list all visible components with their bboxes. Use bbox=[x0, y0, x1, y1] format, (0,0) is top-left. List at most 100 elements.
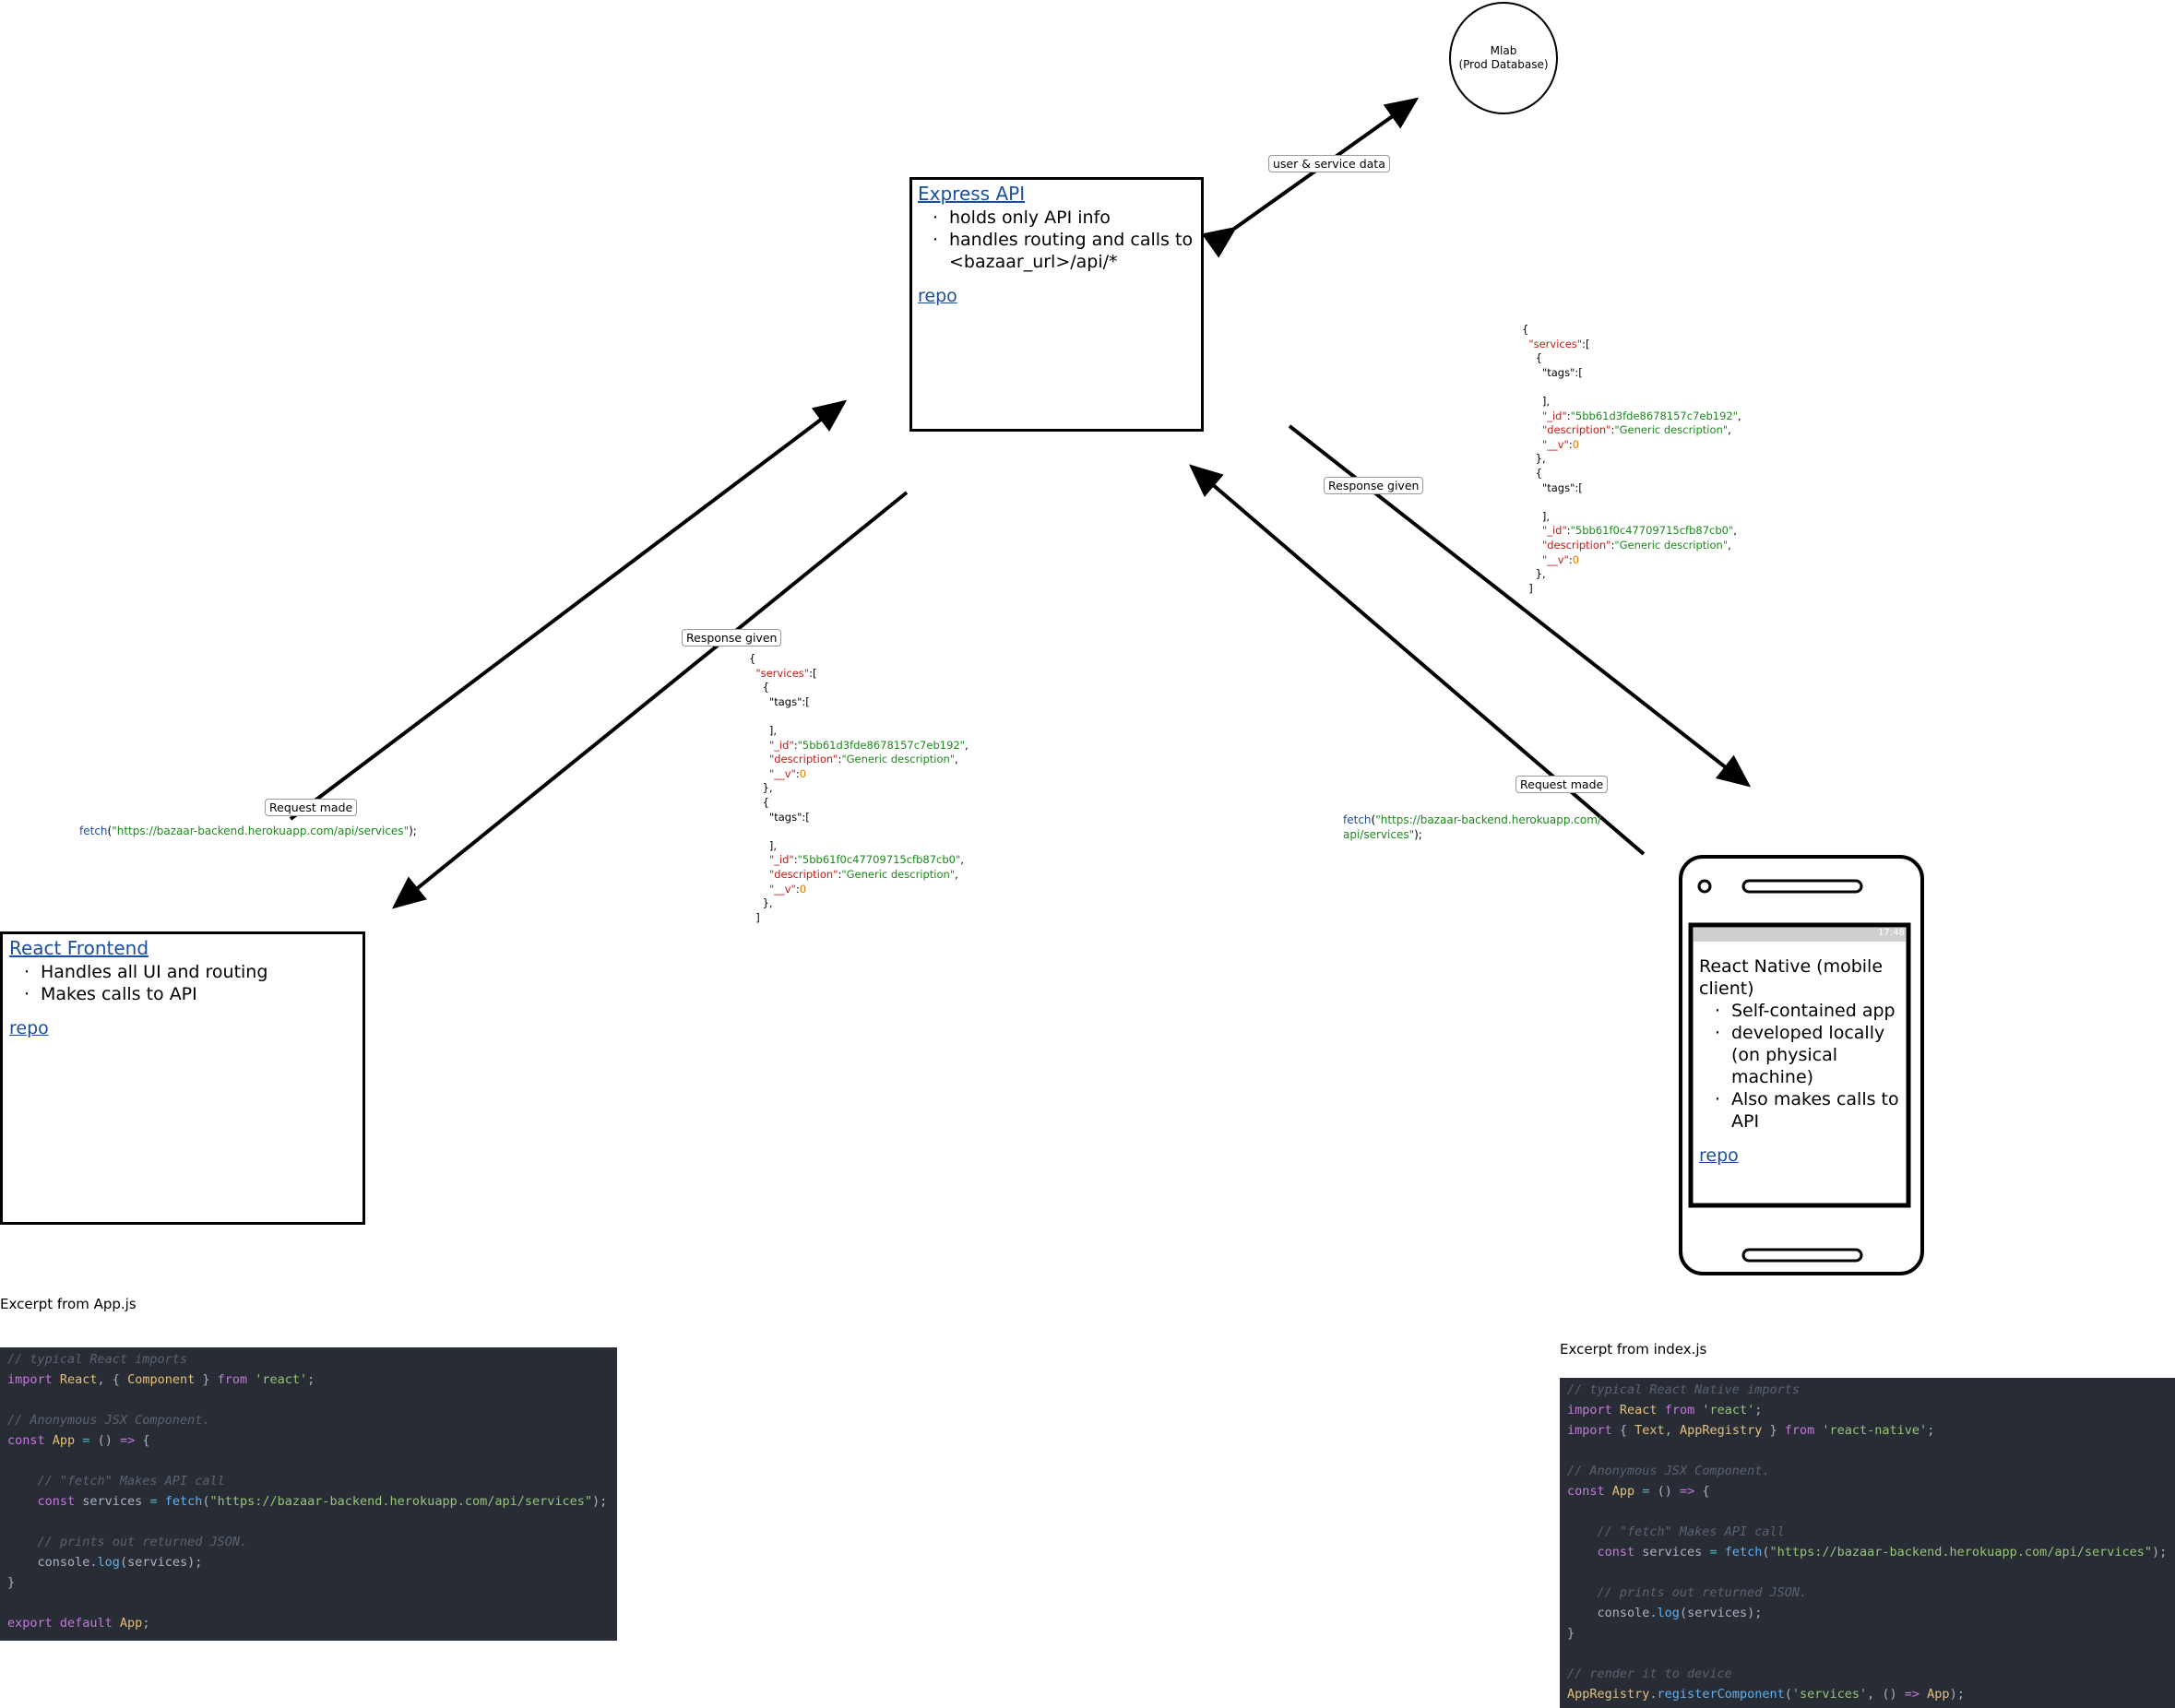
code-token: fetch bbox=[164, 1494, 203, 1509]
code-token: // prints out returned JSON. bbox=[7, 1535, 248, 1549]
db-subtitle: (Prod Database) bbox=[1458, 58, 1549, 71]
left-request-arrow bbox=[289, 399, 848, 821]
json-token: "5bb61d3fde8678157c7eb192" bbox=[1570, 409, 1738, 422]
list-item: developed locally (on physical machine) bbox=[1715, 1022, 1904, 1088]
list-item: handles routing and calls to <bazaar_url… bbox=[933, 229, 1201, 273]
status-bar-time: 17:48 bbox=[1878, 928, 1905, 938]
code-token: export default bbox=[7, 1616, 120, 1631]
code-line: // render it to device bbox=[1567, 1664, 2175, 1684]
json-line bbox=[749, 824, 969, 839]
json-token: , bbox=[955, 867, 958, 881]
code-token: ); bbox=[2152, 1545, 2168, 1560]
json-token: "services" bbox=[1528, 337, 1583, 350]
json-token: 0 bbox=[1572, 552, 1580, 566]
json-line: }, bbox=[749, 781, 969, 796]
json-token bbox=[749, 767, 769, 780]
code-token: ( bbox=[1762, 1545, 1770, 1560]
json-line bbox=[1522, 495, 1741, 510]
code-token: App bbox=[1611, 1484, 1635, 1499]
json-token bbox=[1522, 409, 1542, 422]
json-response-right: { "services":[ { "tags":[ ], "_id":"5bb6… bbox=[1522, 323, 1741, 596]
express-repo-link[interactable]: repo bbox=[918, 286, 957, 306]
code-line: const services = fetch("https://bazaar-b… bbox=[1567, 1542, 2175, 1562]
json-token bbox=[749, 853, 769, 866]
json-token: ], bbox=[749, 723, 778, 737]
list-item: Also makes calls to API bbox=[1715, 1088, 1904, 1133]
json-line: "services":[ bbox=[749, 667, 969, 682]
code-line bbox=[1567, 1441, 2175, 1461]
code-line: } bbox=[1567, 1623, 2175, 1643]
react-frontend-title[interactable]: React Frontend bbox=[9, 937, 149, 959]
json-token: "_id" bbox=[1541, 524, 1567, 538]
json-token: :[ bbox=[809, 666, 817, 680]
code-token: const bbox=[7, 1494, 83, 1509]
json-token: "tags" bbox=[768, 694, 802, 708]
code-line: import React from 'react'; bbox=[1567, 1400, 2175, 1420]
code-line bbox=[7, 1512, 617, 1532]
json-token: "_id" bbox=[768, 853, 794, 867]
json-token: "5bb61f0c47709715cfb87cb0" bbox=[1570, 524, 1734, 538]
mobile-repo-link[interactable]: repo bbox=[1699, 1145, 1739, 1166]
json-token: "tags" bbox=[1541, 480, 1575, 494]
json-line: "tags":[ bbox=[749, 811, 969, 825]
list-item: holds only API info bbox=[933, 207, 1201, 229]
json-line: "_id":"5bb61f0c47709715cfb87cb0", bbox=[1522, 524, 1741, 539]
code-token: Text bbox=[1634, 1423, 1665, 1438]
code-token: { bbox=[1619, 1423, 1635, 1438]
code-token: () bbox=[1657, 1484, 1680, 1499]
database-node: Mlab (Prod Database) bbox=[1449, 2, 1558, 114]
json-line: ], bbox=[749, 724, 969, 739]
json-token: : bbox=[795, 882, 800, 896]
code-token: services bbox=[82, 1494, 150, 1509]
json-token bbox=[749, 811, 769, 824]
code-token: ( bbox=[1784, 1687, 1792, 1702]
code-line: // prints out returned JSON. bbox=[7, 1532, 617, 1552]
code-token: // typical React imports bbox=[7, 1352, 188, 1367]
json-line: "description":"Generic description", bbox=[1522, 539, 1741, 553]
code-token: 'react' bbox=[255, 1372, 308, 1387]
code-token: . bbox=[1649, 1687, 1658, 1702]
json-line: "description":"Generic description", bbox=[749, 868, 969, 883]
code-token: // render it to device bbox=[1567, 1666, 1732, 1681]
json-token: "__v" bbox=[768, 882, 796, 896]
code-token: } bbox=[1762, 1423, 1785, 1438]
json-response-left: { "services":[ { "tags":[ ], "_id":"5bb6… bbox=[749, 652, 969, 925]
code-token: (services); bbox=[119, 1555, 203, 1570]
code-token: } bbox=[7, 1575, 16, 1590]
code-line: const App = () => { bbox=[1567, 1481, 2175, 1501]
code-caption-index-js: Excerpt from index.js bbox=[1560, 1341, 1707, 1358]
code-token: = bbox=[1709, 1545, 1725, 1560]
json-token: "5bb61d3fde8678157c7eb192" bbox=[797, 738, 965, 752]
code-token: import bbox=[1567, 1403, 1620, 1417]
json-token: :[ bbox=[1582, 337, 1590, 350]
json-token: : bbox=[838, 867, 842, 881]
frontend-repo-link[interactable]: repo bbox=[9, 1018, 49, 1038]
express-api-title[interactable]: Express API bbox=[918, 183, 1026, 205]
json-line: { bbox=[749, 796, 969, 811]
json-line: "description":"Generic description", bbox=[1522, 423, 1741, 438]
json-line: }, bbox=[749, 896, 969, 911]
code-token: } bbox=[195, 1372, 218, 1387]
json-token: : bbox=[1566, 524, 1571, 538]
json-line: "__v":0 bbox=[1522, 438, 1741, 453]
json-token: ], bbox=[1522, 509, 1551, 523]
json-line: ], bbox=[1522, 510, 1741, 525]
code-token: // "fetch" Makes API call bbox=[1567, 1524, 1785, 1539]
json-token: "5bb61f0c47709715cfb87cb0" bbox=[797, 853, 961, 867]
json-token: : bbox=[1610, 538, 1615, 552]
code-line: // "fetch" Makes API call bbox=[7, 1471, 617, 1491]
json-token: : bbox=[1568, 437, 1573, 451]
code-token: => bbox=[1679, 1484, 1703, 1499]
json-token: { bbox=[1522, 466, 1542, 480]
json-token: }, bbox=[1522, 452, 1546, 466]
json-token: "description" bbox=[768, 753, 838, 766]
code-token: = bbox=[75, 1433, 98, 1448]
json-token: ] bbox=[1522, 581, 1533, 595]
code-token: AppRegistry bbox=[1567, 1687, 1650, 1702]
json-token: "__v" bbox=[768, 766, 796, 780]
json-token: :[ bbox=[802, 694, 810, 708]
code-line bbox=[1567, 1562, 2175, 1583]
code-token: { bbox=[142, 1433, 150, 1448]
right-request-label: Request made bbox=[1515, 776, 1609, 793]
